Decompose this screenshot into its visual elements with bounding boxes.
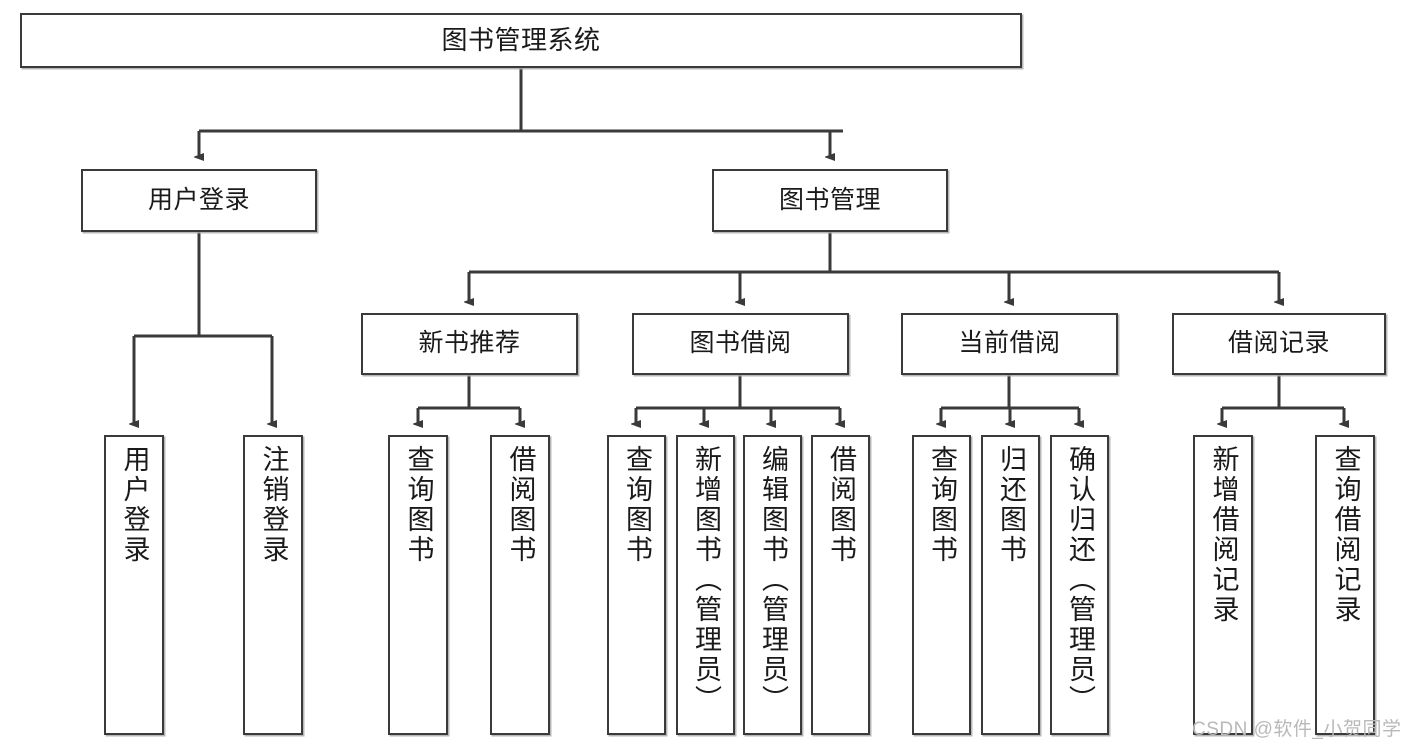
node-root-label: 图书管理系统 — [441, 25, 601, 56]
node-user-login[interactable]: 用户登录 — [81, 169, 317, 232]
node-root[interactable]: 图书管理系统 — [20, 13, 1022, 68]
node-new-book-recommend[interactable]: 新书推荐 — [361, 313, 578, 375]
leaf-add-book[interactable]: 新增图书（管理员） — [676, 435, 735, 735]
csdn-watermark: CSDN @软件_小贺同学 — [1192, 719, 1402, 740]
leaf-query-record[interactable]: 查询借阅记录 — [1315, 435, 1375, 735]
leaf-add-record[interactable]: 新增借阅记录 — [1193, 435, 1253, 735]
node-book-management-label: 图书管理 — [778, 185, 881, 214]
leaf-return-book[interactable]: 归还图书 — [981, 435, 1040, 735]
leaf-edit-book-label: 编辑图书（管理员） — [758, 445, 788, 715]
leaf-add-record-label: 新增借阅记录 — [1208, 445, 1239, 625]
leaf-confirm-return-label: 确认归还（管理员） — [1065, 445, 1095, 715]
leaf-borrow-book-2[interactable]: 借阅图书 — [811, 435, 870, 735]
node-book-management[interactable]: 图书管理 — [712, 169, 948, 232]
leaf-logout-login[interactable]: 注销登录 — [243, 435, 303, 735]
leaf-edit-book[interactable]: 编辑图书（管理员） — [743, 435, 802, 735]
node-borrow-record-label: 借阅记录 — [1227, 329, 1330, 358]
leaf-return-book-label: 归还图书 — [996, 445, 1026, 565]
leaf-query-book-2-label: 查询图书 — [622, 445, 652, 565]
node-book-borrow[interactable]: 图书借阅 — [632, 313, 849, 375]
leaf-query-record-label: 查询借阅记录 — [1330, 445, 1361, 625]
leaf-add-book-label: 新增图书（管理员） — [691, 445, 721, 715]
leaf-user-login-label: 用户登录 — [119, 445, 150, 565]
node-new-book-recommend-label: 新书推荐 — [418, 329, 521, 358]
leaf-query-book-2[interactable]: 查询图书 — [607, 435, 666, 735]
leaf-confirm-return[interactable]: 确认归还（管理员） — [1050, 435, 1109, 735]
leaf-query-book-3[interactable]: 查询图书 — [912, 435, 971, 735]
leaf-query-book-1[interactable]: 查询图书 — [388, 435, 448, 735]
node-current-borrow[interactable]: 当前借阅 — [901, 313, 1118, 375]
leaf-query-book-1-label: 查询图书 — [403, 445, 434, 565]
leaf-borrow-book-2-label: 借阅图书 — [826, 445, 856, 565]
node-user-login-label: 用户登录 — [147, 185, 250, 214]
leaf-logout-login-label: 注销登录 — [258, 445, 289, 565]
leaf-borrow-book-1[interactable]: 借阅图书 — [490, 435, 550, 735]
node-borrow-record[interactable]: 借阅记录 — [1172, 313, 1386, 375]
node-current-borrow-label: 当前借阅 — [958, 329, 1061, 358]
leaf-query-book-3-label: 查询图书 — [927, 445, 957, 565]
leaf-user-login[interactable]: 用户登录 — [104, 435, 164, 735]
leaf-borrow-book-1-label: 借阅图书 — [505, 445, 536, 565]
node-book-borrow-label: 图书借阅 — [689, 329, 792, 358]
